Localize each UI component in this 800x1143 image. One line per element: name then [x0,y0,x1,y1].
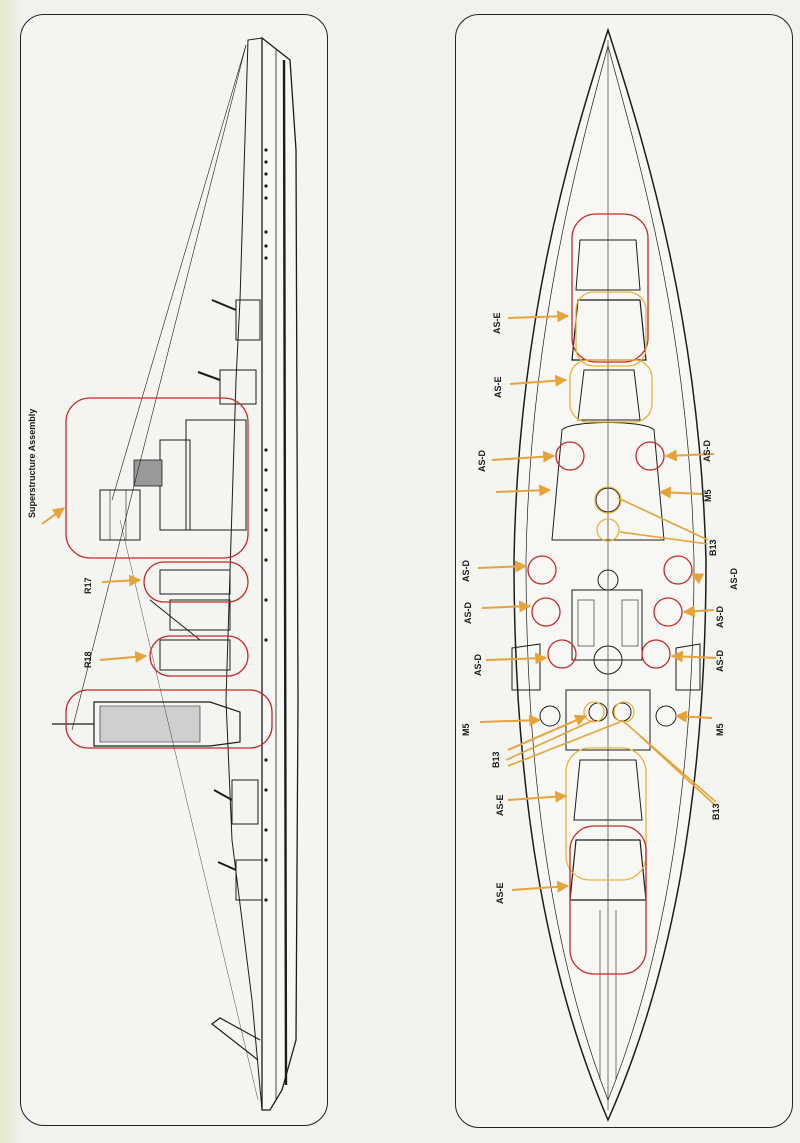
aft-red-outline [569,825,647,975]
red-circle [653,597,683,627]
red-circle [527,555,557,585]
b13-label: B13 [708,539,718,556]
as-d-label: AS-D [702,440,712,462]
r17-outline [143,561,249,603]
aft-yellow-outline [565,747,647,881]
as-e-label: AS-E [493,376,503,398]
fwd-red-outline [571,213,649,363]
superstructure-outline [65,397,249,559]
as-d-label: AS-D [477,450,487,472]
m5-label: M5 [703,489,713,502]
yellow-circle [583,701,605,723]
side-outlines [65,397,273,749]
left-edge-tint [0,0,22,1143]
red-circle [663,555,693,585]
superstructure-assembly-label: Superstructure Assembly [27,408,37,518]
as-d-label: AS-D [715,606,725,628]
b13-label: B13 [491,751,501,768]
m5-label: M5 [461,723,471,736]
as-d-label: AS-D [463,602,473,624]
side-arrows [41,507,148,663]
red-circle [635,441,665,471]
yellow-circle [596,518,620,542]
m5-label: M5 [715,723,725,736]
red-circle [555,441,585,471]
side-view-ship [52,36,299,1111]
aft-outline [65,689,273,749]
b13-label: B13 [711,803,721,820]
as-d-label: AS-D [715,650,725,672]
fwd-yellow-outline-2 [569,359,653,423]
r18-label: R18 [83,651,93,668]
side-portholes [264,148,268,902]
as-e-label: AS-E [495,794,505,816]
red-circle [531,597,561,627]
red-circle [547,639,577,669]
fwd-yellow-outline-1 [575,291,647,367]
as-e-label: AS-E [495,882,505,904]
top-view-ship [511,27,707,1122]
as-e-label: AS-E [492,312,502,334]
r17-label: R17 [83,577,93,594]
side-deck [225,37,263,1111]
red-circle [641,639,671,669]
as-d-label: AS-D [729,568,739,590]
top-arrows [477,310,717,893]
as-d-label: AS-D [473,654,483,676]
b13-leader-lines [505,497,717,807]
as-d-label: AS-D [461,560,471,582]
top-hull [513,27,707,1122]
side-hull [261,36,299,1111]
r18-outline [149,635,249,677]
